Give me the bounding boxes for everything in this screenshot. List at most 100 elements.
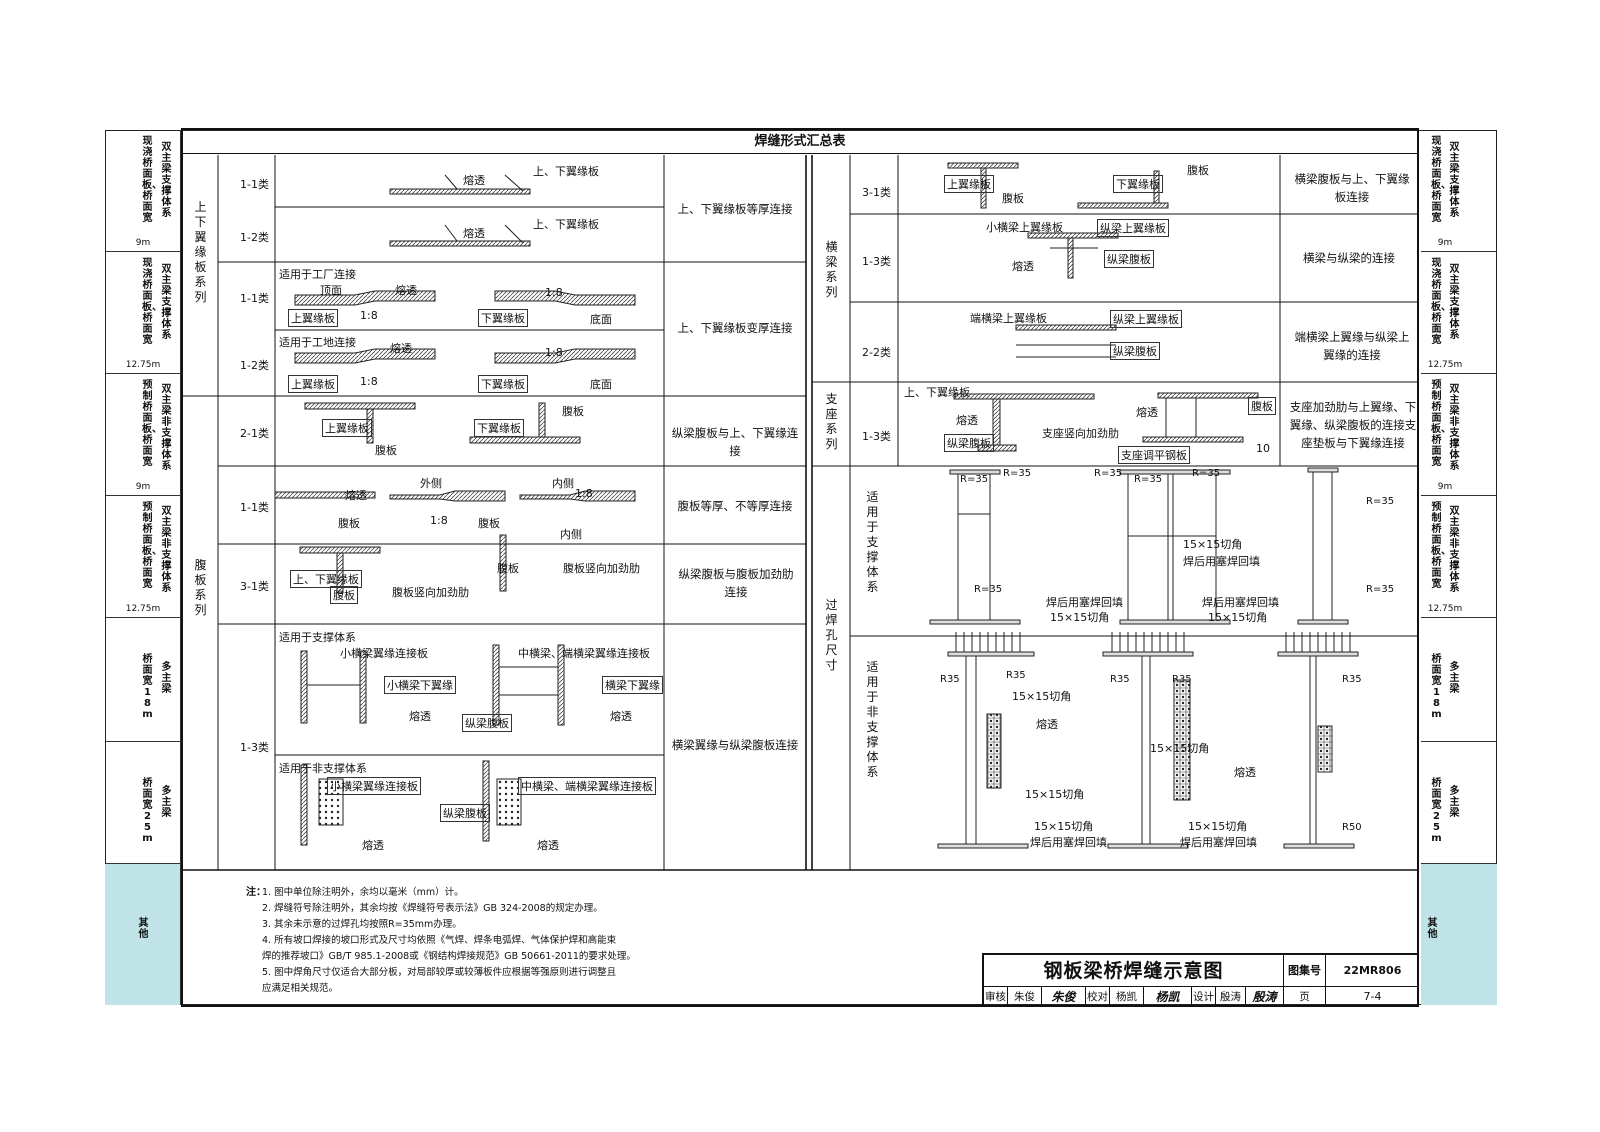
title-block: 钢板梁桥焊缝示意图 图集号 22MR806 审核 朱俊 朱俊 校对 杨凯 杨凯 … bbox=[982, 953, 1419, 1007]
weld-label: 熔透 bbox=[345, 489, 367, 502]
weld-label: 内侧 bbox=[552, 477, 574, 490]
weld-label: 小横梁下翼缘 bbox=[384, 676, 456, 694]
weld-label: 适用于支撑体系 bbox=[279, 631, 356, 644]
note-item: 应满足相关规范。 bbox=[262, 983, 339, 994]
weld-label: 腹板 bbox=[562, 405, 584, 418]
note-item: 2. 焊缝符号除注明外，其余均按《焊缝符号表示法》GB 324-2008的规定办… bbox=[262, 903, 603, 914]
weld-label: 外侧 bbox=[420, 477, 442, 490]
hole-label: R=35 bbox=[1094, 468, 1123, 479]
right-sidebar: 现浇桥面板、桥面宽 双主梁支撑体系 9m 现浇桥面板、桥面宽 双主梁支撑体系 1… bbox=[1421, 130, 1497, 1005]
weld-label: 腹板 bbox=[1002, 192, 1024, 205]
row-description: 横梁翼缘与纵梁腹板连接 bbox=[671, 738, 799, 752]
sidebar-cell[interactable]: 现浇桥面板、桥面宽 双主梁支撑体系 9m bbox=[105, 130, 181, 252]
weld-label: 熔透 bbox=[395, 284, 417, 297]
type-label: 3-1类 bbox=[240, 580, 269, 593]
weld-label: 1:8 bbox=[575, 487, 593, 500]
weld-label: 腹板 bbox=[497, 562, 519, 575]
sidebar-width: 12.75m bbox=[1427, 360, 1463, 370]
note-item: 5. 图中焊角尺寸仅适合大部分板，对局部较厚或较薄板件应根据等强原则进行调整且 bbox=[262, 967, 617, 978]
weld-label: 熔透 bbox=[362, 839, 384, 852]
hole-label: 15×15切角 bbox=[1034, 820, 1094, 833]
row-description: 支座加劲肋与上翼缘、下翼缘、纵梁腹板的连接支座垫板与下翼缘连接 bbox=[1289, 400, 1417, 450]
weld-label: 纵梁腹板 bbox=[440, 804, 490, 822]
hole-label: 焊后用塞焊回填 bbox=[1180, 836, 1257, 849]
hole-label: R=35 bbox=[1192, 468, 1221, 479]
hole-label: 熔透 bbox=[1036, 718, 1058, 731]
hole-label: R=35 bbox=[974, 584, 1003, 595]
page-label: 页 bbox=[1284, 987, 1326, 1007]
hole-label: 15×15切角 bbox=[1025, 788, 1085, 801]
sidebar-cell-active[interactable]: 其他 bbox=[105, 864, 181, 1005]
row-description: 端横梁上翼缘与纵梁上翼缘的连接 bbox=[1294, 330, 1410, 362]
type-label: 1-3类 bbox=[862, 255, 891, 268]
row-description: 纵梁腹板与腹板加劲肋连接 bbox=[678, 567, 794, 599]
weld-label: 上、下翼缘板 bbox=[533, 218, 599, 231]
sidebar-title: 其他 bbox=[138, 918, 149, 940]
weld-label: 熔透 bbox=[956, 414, 978, 427]
hole-label: R35 bbox=[940, 674, 960, 685]
sidebar-cell[interactable]: 现浇桥面板、桥面宽 双主梁支撑体系 9m bbox=[1421, 130, 1497, 252]
sidebar-cell[interactable]: 桥面宽25m 多主梁 bbox=[105, 742, 181, 864]
sidebar-cell-active[interactable]: 其他 bbox=[1421, 864, 1497, 1005]
hole-label: 15×15切角 bbox=[1150, 742, 1210, 755]
sidebar-sub: 多主梁 bbox=[161, 786, 172, 819]
weld-label: 支座调平钢板 bbox=[1118, 446, 1190, 464]
sidebar-cell[interactable]: 桥面宽25m 多主梁 bbox=[1421, 742, 1497, 864]
reviewer-signature: 朱俊 bbox=[1042, 987, 1086, 1007]
note-item: 1. 图中单位除注明外，余均以毫米（mm）计。 bbox=[262, 887, 464, 898]
sidebar-cell[interactable]: 预制桥面板、桥面宽 双主梁非支撑体系 9m bbox=[105, 374, 181, 496]
series-label: 横梁系列 bbox=[825, 240, 838, 299]
sidebar-cell[interactable]: 桥面宽18m 多主梁 bbox=[105, 618, 181, 742]
review-label: 审核 bbox=[984, 987, 1008, 1007]
checker-name: 杨凯 bbox=[1110, 987, 1144, 1007]
weld-label: 1:8 bbox=[545, 346, 563, 359]
sidebar-cell[interactable]: 预制桥面板、桥面宽 双主梁非支撑体系 9m bbox=[1421, 374, 1497, 496]
type-label: 1-2类 bbox=[240, 231, 269, 244]
weld-label: 熔透 bbox=[463, 174, 485, 187]
type-label: 1-1类 bbox=[240, 292, 269, 305]
weld-label: 上、下翼缘板 bbox=[290, 570, 362, 588]
sidebar-cell[interactable]: 预制桥面板、桥面宽 双主梁非支撑体系 12.75m bbox=[1421, 496, 1497, 618]
hole-label: R35 bbox=[1110, 674, 1130, 685]
weld-label: 上、下翼缘板 bbox=[904, 386, 970, 399]
sidebar-cell[interactable]: 现浇桥面板、桥面宽 双主梁支撑体系 12.75m bbox=[1421, 252, 1497, 374]
weld-label: 纵梁腹板 bbox=[1104, 250, 1154, 268]
main-table-frame bbox=[181, 128, 1419, 1007]
sidebar-sub: 双主梁支撑体系 bbox=[1449, 264, 1460, 341]
series-label: 腹板系列 bbox=[194, 558, 207, 617]
weld-label: 下翼缘板 bbox=[1113, 175, 1163, 193]
row-description: 纵梁腹板与上、下翼缘连接 bbox=[671, 426, 799, 458]
hole-label: 焊后用塞焊回填 bbox=[1183, 555, 1260, 568]
sidebar-cell[interactable]: 预制桥面板、桥面宽 双主梁非支撑体系 12.75m bbox=[105, 496, 181, 618]
sidebar-sub: 双主梁非支撑体系 bbox=[161, 506, 172, 594]
note-item: 3. 其余未示意的过焊孔均按照R=35mm办理。 bbox=[262, 919, 462, 930]
hole-label: 15×15切角 bbox=[1183, 538, 1243, 551]
section-label: 适用于非支撑体系 bbox=[866, 660, 879, 779]
weld-label: 熔透 bbox=[1136, 406, 1158, 419]
weld-label: 纵梁腹板 bbox=[462, 714, 512, 732]
row-description: 横梁与纵梁的连接 bbox=[1303, 251, 1395, 265]
hole-label: R35 bbox=[1006, 670, 1026, 681]
weld-label: 10 bbox=[1256, 442, 1270, 455]
checker-signature: 杨凯 bbox=[1144, 987, 1192, 1007]
weld-hole-drawings bbox=[898, 466, 1419, 870]
weld-label: 上翼缘板 bbox=[288, 309, 338, 327]
sidebar-width: 12.75m bbox=[1427, 604, 1463, 614]
sidebar-title: 预制桥面板、桥面宽 bbox=[142, 380, 162, 468]
sidebar-title: 现浇桥面板、桥面宽 bbox=[1431, 136, 1451, 224]
weld-label: 适用于工地连接 bbox=[279, 336, 356, 349]
designer-signature: 殷涛 bbox=[1246, 987, 1284, 1007]
weld-label: 纵梁上翼缘板 bbox=[1097, 219, 1169, 237]
row-description: 上、下翼缘板变厚连接 bbox=[677, 321, 793, 335]
hole-label: R=35 bbox=[1003, 468, 1032, 479]
sidebar-cell[interactable]: 桥面宽18m 多主梁 bbox=[1421, 618, 1497, 742]
sidebar-title: 桥面宽18m bbox=[1431, 654, 1442, 720]
weld-label: 横梁下翼缘 bbox=[602, 676, 663, 694]
sidebar-cell[interactable]: 现浇桥面板、桥面宽 双主梁支撑体系 12.75m bbox=[105, 252, 181, 374]
hole-label: R35 bbox=[1172, 674, 1192, 685]
notes-list: 1. 图中单位除注明外，余均以毫米（mm）计。 2. 焊缝符号除注明外，其余均按… bbox=[254, 885, 914, 997]
sidebar-title: 桥面宽25m bbox=[142, 778, 153, 844]
weld-label: 腹板 bbox=[330, 586, 358, 604]
sidebar-sub: 双主梁支撑体系 bbox=[161, 142, 172, 219]
weld-label: 腹板 bbox=[478, 517, 500, 530]
